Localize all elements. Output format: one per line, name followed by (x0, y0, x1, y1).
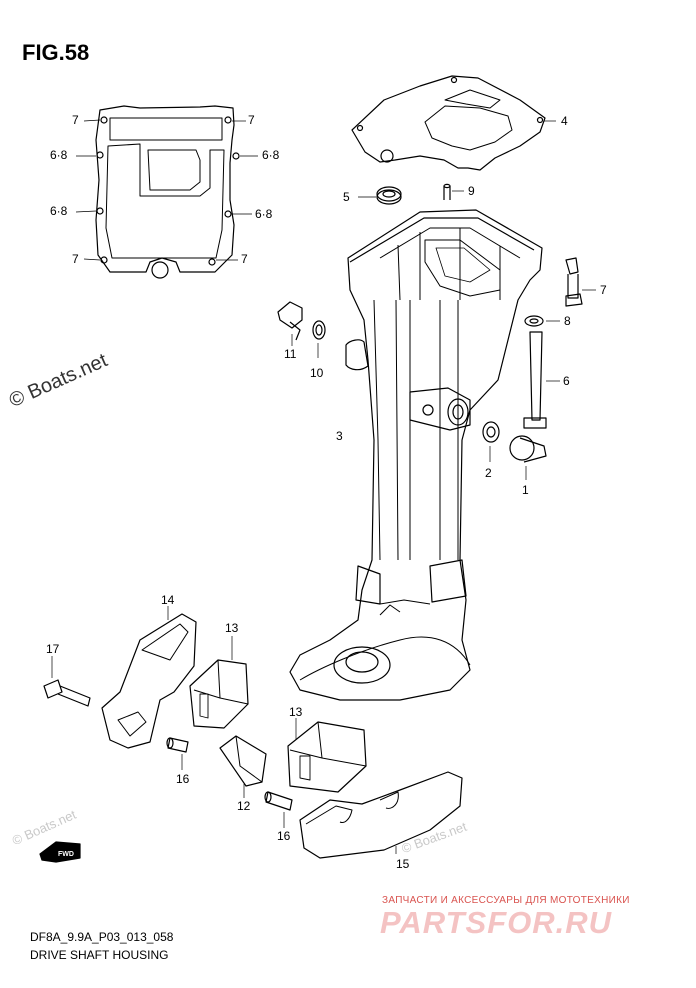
callout-16: 16 (176, 772, 190, 786)
bolt-long (523, 331, 560, 429)
forward-arrow-icon (39, 841, 81, 863)
callout-17: 17 (46, 642, 60, 656)
callout-2: 2 (485, 466, 492, 480)
callout-13: 13 (225, 621, 239, 635)
callout-13: 13 (289, 705, 303, 719)
oil-seal (358, 186, 402, 205)
callout-6: 6 (563, 374, 570, 388)
drive-shaft-housing (289, 209, 543, 701)
lower-mount-cover (101, 606, 197, 749)
callout-15: 15 (396, 857, 410, 871)
fwd-badge-text: FWD (58, 851, 74, 858)
callout-1: 1 (522, 483, 529, 497)
lower-mount-housing (299, 771, 463, 859)
shop-logo: PARTSFOR.RU (380, 905, 613, 940)
mount-rubber-upper (189, 636, 249, 729)
callout-7: 7 (241, 252, 248, 266)
figure-title: FIG.58 (22, 40, 90, 65)
callout-7: 7 (72, 113, 79, 127)
washer (524, 315, 560, 327)
callout-7: 7 (600, 283, 607, 297)
mount-pin-upper (166, 737, 189, 770)
dowel-pin (443, 183, 464, 200)
diagram-code: DF8A_9.9A_P03_013_058 (30, 930, 174, 944)
callout-6-8: 6·8 (50, 148, 68, 162)
shop-tagline: ЗАПЧАСТИ И АКСЕССУАРЫ ДЛЯ МОТОТЕХНИКИ (382, 895, 630, 906)
gasket-perspective-view (351, 75, 556, 171)
bolt-short (565, 257, 596, 307)
callout-9: 9 (468, 184, 475, 198)
callout-16: 16 (277, 829, 291, 843)
callout-5: 5 (343, 190, 350, 204)
callout-6-8: 6·8 (255, 207, 273, 221)
callout-6-8: 6·8 (262, 148, 280, 162)
plug-gasket (312, 320, 326, 358)
drain-plug (509, 435, 547, 480)
callout-12: 12 (237, 799, 251, 813)
callout-3: 3 (336, 429, 343, 443)
callout-7: 7 (248, 113, 255, 127)
callout-6-8: 6·8 (50, 204, 68, 218)
mount-pin-lower (264, 791, 293, 828)
callout-4: 4 (561, 114, 568, 128)
gasket-leader-lines (75, 119, 258, 261)
callout-10: 10 (310, 366, 324, 380)
callout-14: 14 (161, 593, 175, 607)
mount-rubber-lower (287, 718, 367, 793)
callout-8: 8 (564, 314, 571, 328)
diagram-name: DRIVE SHAFT HOUSING (30, 948, 169, 962)
gasket-flat-view (95, 105, 240, 279)
mount-bolt (43, 656, 91, 707)
drain-gasket (482, 421, 500, 462)
callout-7: 7 (72, 252, 79, 266)
mount-plate (219, 735, 267, 798)
plug-bolt (277, 301, 303, 346)
callout-11: 11 (284, 347, 297, 361)
